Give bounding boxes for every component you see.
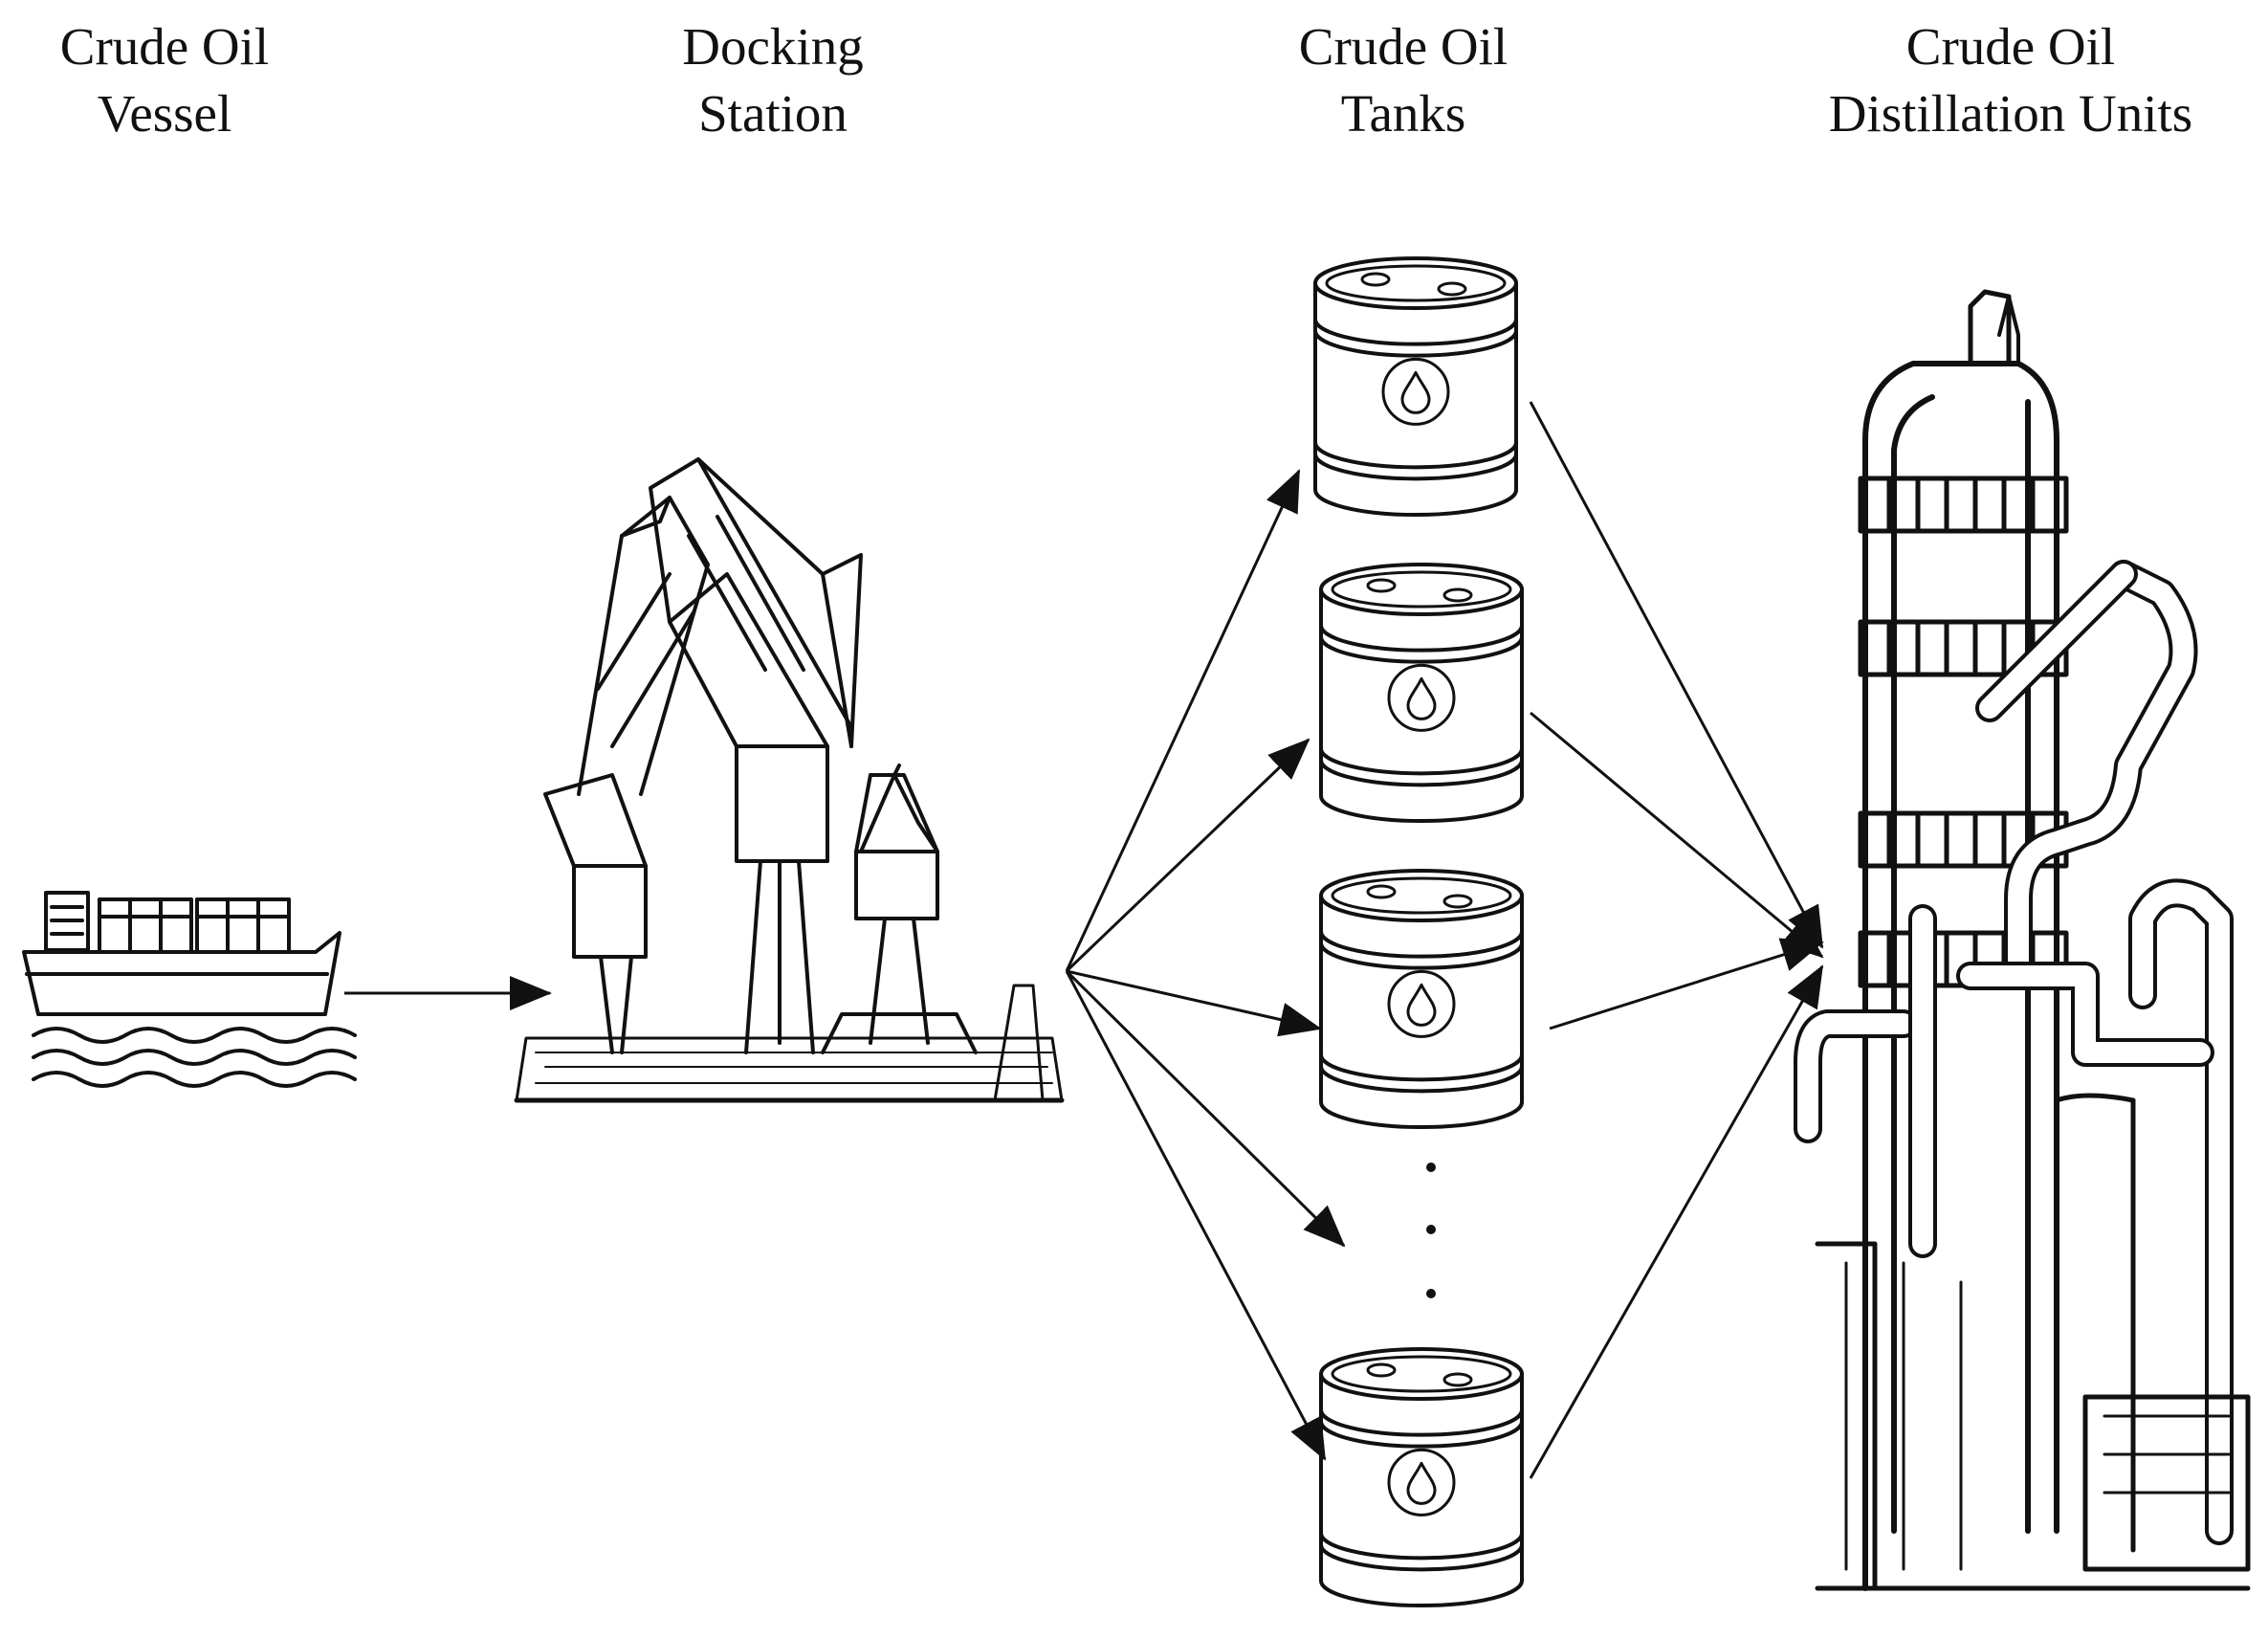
oil-barrels-group (1313, 256, 1524, 1607)
more-tanks-ellipsis (1426, 1163, 1436, 1298)
arrow-dock-to-tank-1 (1065, 469, 1301, 972)
arrow-dock-to-tank-n (1065, 970, 1327, 1461)
tanks-label-line2: Tanks (1340, 84, 1466, 143)
oil-barrel-icon (1319, 869, 1524, 1129)
arrow-tank-n-to-cdu (1529, 964, 1824, 1479)
tanks-label-line1: Crude Oil (1298, 17, 1508, 76)
vessel-label: Crude Oil Vessel (0, 13, 413, 147)
arrow-tank-2-to-cdu (1530, 711, 1824, 959)
oil-barrel-icon (1319, 563, 1524, 823)
docking-station-label-line1: Docking (682, 17, 864, 76)
vessel-label-line1: Crude Oil (59, 17, 270, 76)
arrow-tank-3-to-cdu (1549, 938, 1824, 1030)
arrow-dock-to-tank-2 (1065, 738, 1310, 973)
cargo-ship-icon (22, 891, 357, 1088)
docking-station-label-line2: Station (698, 84, 848, 143)
oil-barrel-icon (1319, 1347, 1524, 1607)
tanks-label: Crude Oil Tanks (1155, 13, 1652, 147)
distillation-units-label: Crude Oil Distillation Units (1762, 13, 2259, 147)
distillation-units-label-line2: Distillation Units (1828, 84, 2193, 143)
distillation-tower-icon (1794, 289, 2251, 1591)
harbor-crane-icon (514, 457, 1065, 1103)
flow-arrows (344, 401, 1824, 1479)
vessel-label-line2: Vessel (97, 84, 232, 143)
arrow-dock-to-tank-more (1065, 969, 1346, 1248)
distillation-units-label-line1: Crude Oil (1905, 17, 2116, 76)
oil-barrel-icon (1313, 256, 1518, 517)
arrow-tank-1-to-cdu (1529, 401, 1824, 949)
arrow-dock-to-tank-3 (1066, 969, 1322, 1037)
docking-station-label: Docking Station (524, 13, 1022, 147)
